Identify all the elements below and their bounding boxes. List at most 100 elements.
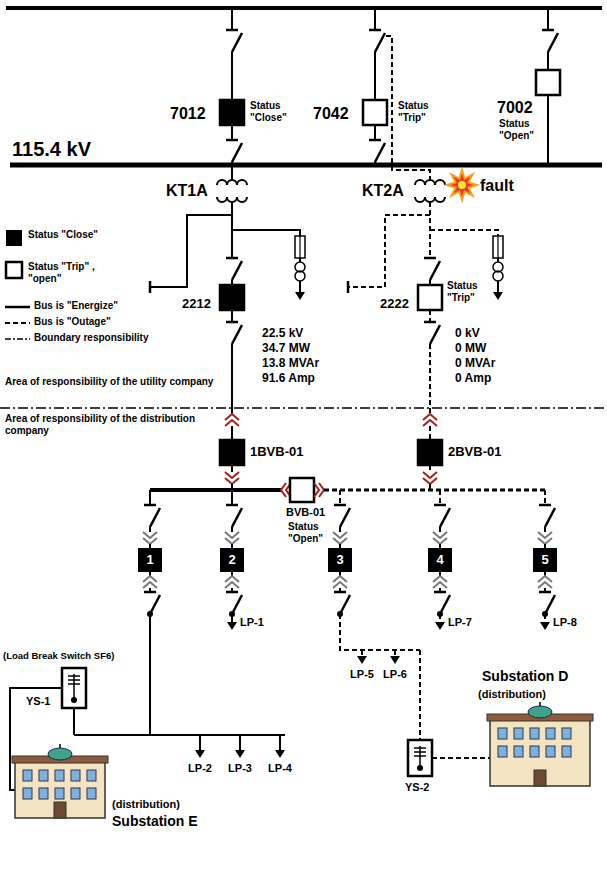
circuit-breaker bbox=[220, 285, 244, 310]
withdrawable-contact bbox=[423, 472, 437, 478]
circuit-breaker bbox=[220, 100, 244, 125]
switch-symbol bbox=[73, 674, 75, 700]
withdrawable-contact bbox=[433, 538, 447, 544]
diagram-label: Status "Close" bbox=[250, 100, 296, 124]
switch-symbol bbox=[414, 747, 426, 749]
building-window bbox=[498, 728, 507, 739]
disconnector-blade bbox=[340, 595, 350, 614]
diagram-label: fault bbox=[480, 176, 514, 195]
breaker-number: 4 bbox=[436, 552, 443, 567]
withdrawable-contact bbox=[225, 478, 239, 484]
bus-bar bbox=[150, 488, 282, 492]
wire bbox=[149, 527, 151, 532]
building-window bbox=[498, 746, 507, 757]
disconnector-blade bbox=[440, 508, 450, 527]
wire bbox=[374, 162, 376, 165]
disconnector-blade bbox=[150, 595, 160, 614]
withdrawable-contact bbox=[433, 532, 447, 538]
wire bbox=[547, 8, 549, 30]
diagram-label: 91.6 Amp bbox=[262, 371, 315, 385]
disconnector-blade bbox=[232, 325, 242, 344]
building-window bbox=[87, 788, 96, 799]
potential-transformer bbox=[493, 271, 503, 281]
disconnector-contact bbox=[539, 591, 551, 594]
diagram-label: YS-2 bbox=[405, 781, 429, 794]
wire bbox=[231, 344, 233, 414]
building-window bbox=[546, 728, 555, 739]
diagram-label: Status "Open" bbox=[499, 118, 543, 142]
withdrawable-contact bbox=[225, 538, 239, 544]
diagram-label: 2212 bbox=[182, 296, 211, 312]
wire bbox=[231, 527, 233, 532]
switch-symbol bbox=[68, 675, 80, 677]
disconnector-contact bbox=[542, 29, 554, 32]
diagram-label: Substation D bbox=[482, 668, 568, 685]
legend-swatch bbox=[5, 306, 30, 309]
breaker-number: 1 bbox=[146, 552, 153, 567]
wire bbox=[429, 310, 431, 322]
switch-symbol bbox=[414, 751, 426, 753]
withdrawable-contact bbox=[225, 582, 239, 588]
diagram-label: 7012 bbox=[170, 104, 206, 123]
wire bbox=[73, 708, 75, 735]
diagram-label: LP-8 bbox=[553, 616, 577, 629]
diagram-label: (Load Break Switch SF6) bbox=[3, 650, 114, 661]
withdrawable-contact bbox=[423, 478, 437, 484]
diagram-label: 2222 bbox=[380, 296, 409, 312]
diagram-label: YS-1 bbox=[26, 695, 50, 708]
diagram-label: LP-1 bbox=[240, 616, 264, 629]
withdrawable-contact bbox=[225, 472, 239, 478]
diagram-label: KT2A bbox=[362, 181, 404, 200]
breaker-number: 5 bbox=[541, 552, 548, 567]
arrow-head bbox=[295, 292, 305, 300]
ground-tick bbox=[347, 281, 350, 293]
feeder-breaker: 3 bbox=[328, 548, 352, 572]
substation-building bbox=[490, 718, 590, 786]
wire bbox=[429, 426, 431, 440]
withdrawable-contact bbox=[538, 538, 552, 544]
building-door bbox=[534, 770, 546, 786]
disconnector-contact bbox=[144, 504, 156, 507]
circuit-breaker bbox=[290, 478, 314, 502]
wire bbox=[231, 426, 233, 440]
antenna bbox=[59, 744, 61, 748]
building-window bbox=[39, 770, 48, 781]
legend-swatch bbox=[6, 262, 22, 278]
legend-text: Bus is "Outage" bbox=[34, 316, 111, 328]
diagram-label: (distribution) bbox=[478, 688, 546, 701]
wire bbox=[149, 614, 151, 735]
feeder-breaker: 1 bbox=[138, 548, 162, 572]
building-window bbox=[71, 770, 80, 781]
building-window bbox=[39, 788, 48, 799]
diagram-label: 0 Amp bbox=[455, 371, 491, 385]
potential-transformer bbox=[295, 271, 305, 281]
feeder-breaker: 5 bbox=[533, 548, 557, 572]
diagram-label: Status "Trip" bbox=[447, 280, 491, 304]
wire bbox=[231, 465, 233, 472]
building-window bbox=[546, 746, 555, 757]
disconnector-blade bbox=[440, 595, 450, 614]
disconnector-blade bbox=[232, 143, 242, 162]
withdrawable-contact bbox=[225, 420, 239, 426]
wire bbox=[231, 310, 233, 322]
wire bbox=[339, 527, 341, 532]
transformer-winding bbox=[217, 180, 247, 185]
circuit-breaker bbox=[418, 285, 442, 310]
disconnector-contact bbox=[334, 591, 346, 594]
transformer-winding bbox=[217, 197, 247, 202]
fuse-symbol bbox=[295, 236, 305, 258]
building-window bbox=[530, 728, 539, 739]
diagram-label: 2BVB-01 bbox=[448, 444, 501, 460]
wire bbox=[374, 52, 376, 100]
disconnector-blade bbox=[545, 508, 555, 527]
arrow-head bbox=[390, 656, 400, 664]
wire bbox=[544, 527, 546, 532]
wire bbox=[74, 734, 285, 736]
fuse-symbol bbox=[493, 236, 503, 258]
wire bbox=[374, 125, 376, 140]
legend-swatch bbox=[5, 338, 30, 340]
withdrawable-contact bbox=[423, 420, 437, 426]
diagram-label: 0 MVAr bbox=[455, 356, 495, 370]
wire bbox=[231, 490, 233, 505]
legend-text: Status "Close" bbox=[28, 229, 110, 241]
